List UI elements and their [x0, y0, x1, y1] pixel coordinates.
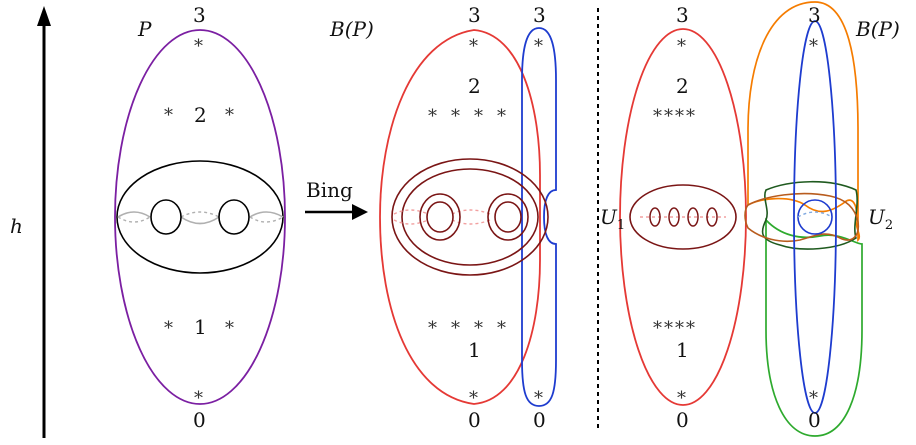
top-right-value: 3	[533, 3, 546, 27]
hole-right	[218, 199, 250, 235]
u1-hole-1	[649, 207, 661, 227]
upper-star-4: *	[497, 106, 506, 127]
h-axis-label: h	[10, 214, 23, 238]
hole-left	[150, 199, 182, 235]
level-2-label: 2	[468, 74, 481, 98]
handle-line-left-back	[117, 216, 151, 223]
bottom-right-star: *	[534, 388, 543, 409]
surface-outline	[116, 160, 284, 274]
level-1-label: 1	[468, 338, 481, 362]
level-2-label: 2	[676, 74, 689, 98]
bottom-value: 0	[193, 408, 206, 432]
level-1-label: 1	[676, 338, 689, 362]
top-right-star: *	[809, 36, 818, 57]
bottom-left-star: *	[469, 388, 478, 409]
u1-hole-4	[706, 207, 718, 227]
dark-red-inner	[401, 168, 539, 266]
panel-p: P 3 * * 2 * * 1 * * 0	[114, 3, 286, 432]
dark-red-outer	[391, 158, 549, 276]
handle-line-mid	[180, 211, 220, 218]
top-value: 3	[193, 3, 206, 27]
bing-arrow: Bing	[305, 178, 368, 220]
lower-star-2: *	[451, 318, 460, 339]
lower-stars: ****	[653, 318, 695, 339]
dark-green-curve	[761, 180, 858, 250]
red-curve	[379, 29, 541, 405]
panel-p-title: P	[137, 17, 152, 41]
upper-star-3: *	[474, 106, 483, 127]
u2-label: U2	[868, 205, 893, 233]
top-left-star: *	[469, 36, 478, 57]
top-left-value: 3	[676, 3, 689, 27]
top-right-star: *	[534, 36, 543, 57]
hole-left-outer	[419, 193, 461, 241]
panel-bp-regions: 3 * 2 **** U1 **** 1 * 0 3 * * 0 B(P) U2	[600, 1, 900, 437]
handle-line-right	[249, 211, 284, 218]
upper-star-1: *	[428, 106, 437, 127]
bing-label: Bing	[306, 178, 353, 202]
hole-left-inner	[426, 201, 454, 233]
bottom-left-star: *	[677, 388, 686, 409]
hole-right-inner	[494, 201, 522, 233]
upper-stars: ****	[653, 106, 695, 127]
star-right-lower: *	[225, 318, 234, 339]
level-1-label: 1	[194, 315, 207, 339]
bottom-right-star: *	[809, 388, 818, 409]
pink-dash-left	[393, 209, 429, 225]
outer-purple-curve	[114, 29, 286, 405]
green-curve	[765, 217, 863, 437]
star-left-upper: *	[164, 105, 173, 126]
blue-curve	[521, 27, 557, 407]
lower-star-3: *	[474, 318, 483, 339]
u1-hole-3	[687, 207, 699, 227]
top-left-value: 3	[468, 3, 481, 27]
u1-hole-2	[668, 207, 680, 227]
brown-curve	[744, 192, 860, 243]
light-blue-dash	[797, 211, 833, 218]
bottom-right-value: 0	[533, 408, 546, 432]
panel-bp: B(P) 3 3 * * 2 * * * * * * * * 1 * * 0 0	[329, 3, 557, 432]
star-left-lower: *	[164, 318, 173, 339]
bottom-right-value: 0	[808, 408, 821, 432]
top-right-value: 3	[808, 3, 821, 27]
blue-small-circle	[797, 199, 833, 235]
h-axis-arrowhead	[37, 6, 51, 26]
lower-star-4: *	[497, 318, 506, 339]
star-right-upper: *	[225, 105, 234, 126]
top-star: *	[194, 36, 203, 57]
bing-arrow-head	[352, 204, 368, 220]
top-left-star: *	[677, 36, 686, 57]
handle-line-mid-front	[180, 216, 220, 225]
bottom-star: *	[194, 388, 203, 409]
level-2-label: 2	[194, 103, 207, 127]
handle-line-right-back	[249, 216, 284, 223]
u1-label: U1	[600, 205, 625, 233]
panel-bp-title: B(P)	[329, 17, 374, 41]
pink-dash-mid	[451, 209, 491, 225]
upper-star-2: *	[451, 106, 460, 127]
handle-line-left	[117, 211, 151, 218]
bottom-left-value: 0	[676, 408, 689, 432]
panel-title: B(P)	[855, 17, 900, 41]
blue-curve	[793, 20, 837, 414]
bottom-left-value: 0	[468, 408, 481, 432]
hole-right-outer	[487, 193, 529, 241]
lower-star-1: *	[428, 318, 437, 339]
red-curve	[619, 28, 747, 406]
u1-outline	[629, 184, 737, 250]
